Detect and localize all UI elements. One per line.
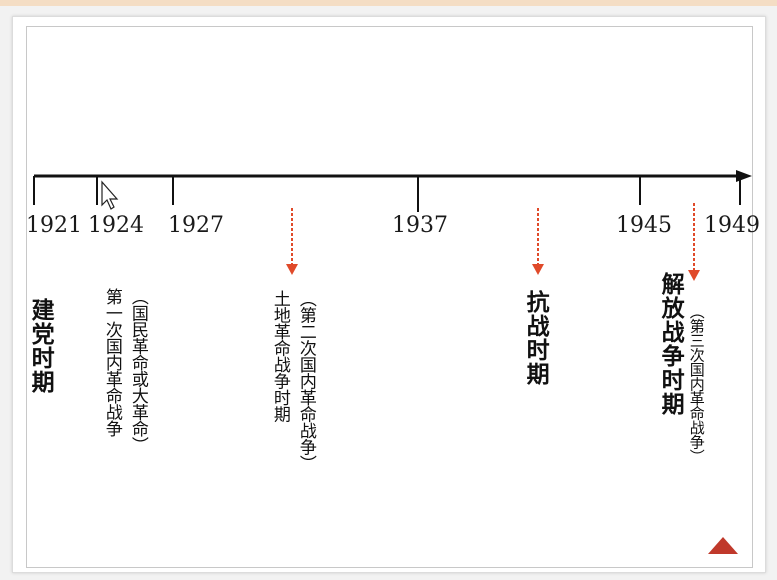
period-liberation: 解放战争时期 [657,272,684,416]
timeline-arrowhead [736,170,752,182]
period-second-war-subtitle: （第二次国内革命战争） [295,290,316,472]
next-slide-triangle-icon[interactable] [708,537,738,554]
period-party-founding: 建党时期 [27,298,54,394]
slide-page [12,16,766,573]
arrow-1937-1945-head [532,264,544,275]
period-first-war-subtitle: （国民革命或大革命） [127,288,148,453]
year-label-1937: 1937 [392,213,448,238]
period-third-war-subtitle: （第三次国内革命战争） [687,304,706,464]
year-label-1924: 1924 [88,213,144,238]
arrow-1927-1937-head [286,264,298,275]
period-resistance: 抗战时期 [522,290,549,386]
period-second-war: 土地革命战争时期 [269,290,290,422]
period-first-war: 第一次国内革命战争 [101,288,122,437]
year-label-1927: 1927 [168,213,224,238]
mouse-pointer-icon [101,180,119,210]
year-label-1949: 1949 [704,213,760,238]
slide-frame [26,26,753,568]
arrow-1945-1949-head [688,270,700,281]
year-label-1945: 1945 [616,213,672,238]
year-label-1921: 1921 [26,213,82,238]
window-top-band [0,0,777,6]
